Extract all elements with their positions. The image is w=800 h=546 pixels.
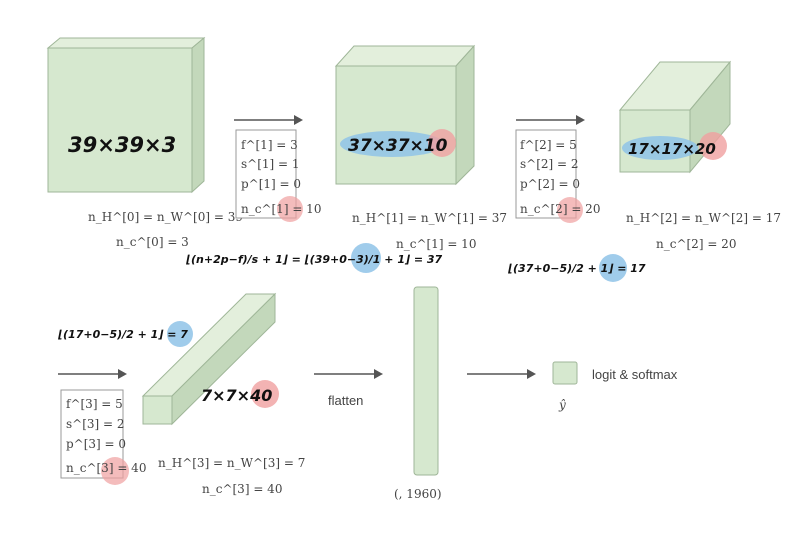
conv2-depth-highlight	[699, 132, 727, 160]
conv1-result-highlight	[351, 243, 381, 273]
flatten-label: flatten	[328, 393, 363, 408]
conv3-depth-highlight	[251, 380, 279, 408]
conv1-param-f: f^[1] = 3	[241, 138, 298, 152]
conv1-volume	[334, 44, 476, 186]
conv1-dims-label: 37×37×10	[348, 136, 448, 156]
conv3-param-f: f^[3] = 5	[66, 397, 123, 411]
flattened-vector	[413, 286, 439, 476]
conv2-hw-highlight	[622, 136, 698, 160]
conv2-param-f: f^[2] = 5	[520, 138, 577, 152]
conv2-result-highlight	[599, 254, 627, 282]
conv1-hw-highlight	[340, 131, 444, 157]
conv3-param-nc: n_c^[3] = 40	[66, 461, 146, 475]
conv1-param-s: s^[1] = 1	[241, 157, 300, 171]
input-volume	[46, 36, 206, 194]
conv1-param-nc: n_c^[1] = 10	[241, 202, 321, 216]
flatten-arrow	[314, 369, 383, 379]
conv1-nc-highlight	[277, 196, 303, 222]
conv3-result-highlight	[167, 321, 193, 347]
arrow-2	[516, 115, 585, 125]
layer2-stat-nc: n_c^[2] = 20	[656, 237, 736, 251]
conv2-calc: ⌊(37+0−5)/2 + 1⌋ = 17	[508, 262, 646, 275]
output-arrow	[467, 369, 536, 379]
output-symbol: ŷ	[558, 398, 566, 412]
output-node	[552, 361, 578, 385]
layer1-stat-hw: n_H^[1] = n_W^[1] = 37	[352, 211, 507, 225]
conv3-volume	[141, 292, 277, 426]
conv1-param-p: p^[1] = 0	[241, 177, 301, 191]
conv3-calc: ⌊(17+0−5)/2 + 1⌋ = 7	[58, 328, 188, 341]
arrow-1	[234, 115, 303, 125]
conv1-depth-highlight	[428, 129, 456, 157]
conv3-dims-label: 7×7×40	[201, 386, 272, 405]
input-dims-label: 39×39×3	[68, 133, 176, 157]
layer0-stat-hw: n_H^[0] = n_W^[0] = 39	[88, 210, 243, 224]
output-label: logit & softmax	[592, 367, 678, 382]
conv2-nc-highlight	[557, 197, 583, 223]
conv2-dims-label: 17×17×20	[628, 140, 716, 158]
vector-shape-label: (, 1960)	[394, 487, 442, 501]
layer1-stat-nc: n_c^[1] = 10	[396, 237, 476, 251]
conv2-param-p: p^[2] = 0	[520, 177, 580, 191]
conv3-param-p: p^[3] = 0	[66, 437, 126, 451]
layer3-stat-hw: n_H^[3] = n_W^[3] = 7	[158, 456, 305, 470]
conv2-param-s: s^[2] = 2	[520, 157, 579, 171]
conv3-nc-highlight	[101, 457, 129, 485]
conv3-param-s: s^[3] = 2	[66, 417, 125, 431]
layer0-stat-nc: n_c^[0] = 3	[116, 235, 189, 249]
arrow-3	[58, 369, 127, 379]
layer2-stat-hw: n_H^[2] = n_W^[2] = 17	[626, 211, 781, 225]
conv1-calc: ⌊(n+2p−f)/s + 1⌋ = ⌊(39+0−3)/1 + 1⌋ = 37	[186, 253, 443, 266]
conv2-param-nc: n_c^[2] = 20	[520, 202, 600, 216]
layer3-stat-nc: n_c^[3] = 40	[202, 482, 282, 496]
